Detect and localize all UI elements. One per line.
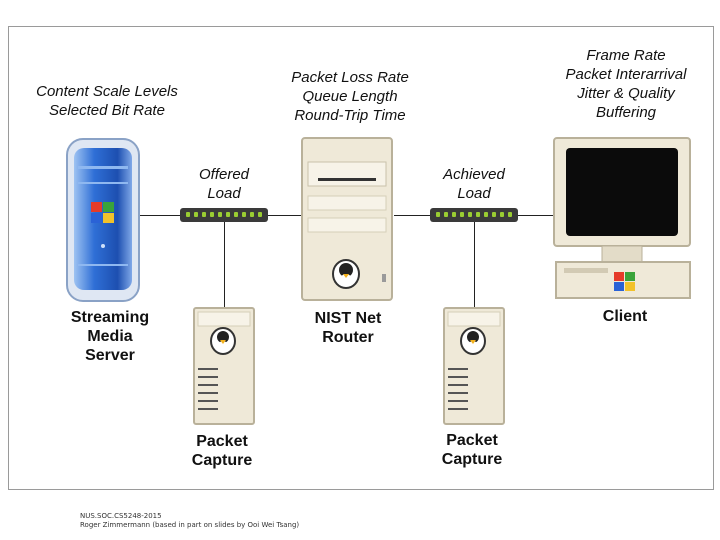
footer-credit: Roger Zimmermann (based in part on slide… <box>80 521 300 529</box>
metric-line: Packet Interarrival <box>565 66 687 83</box>
capture-right-icon <box>443 307 505 425</box>
link-hub-router <box>268 215 304 216</box>
achieved-load-label: Achieved Load <box>426 165 522 203</box>
node-line: Packet <box>446 432 498 449</box>
tux-logo-icon <box>332 259 360 289</box>
router-tower-icon <box>301 137 393 301</box>
server-icon <box>66 138 140 302</box>
footer-course: NUS.SOC.CS5248-2015 <box>80 512 162 520</box>
client-label: Client <box>580 307 670 326</box>
client-metrics-label: Frame Rate Packet Interarrival Jitter & … <box>536 46 716 122</box>
link-hub-client <box>518 215 556 216</box>
load-line: Achieved <box>443 166 505 183</box>
capture-right-label: Packet Capture <box>422 431 522 469</box>
load-line: Offered <box>198 166 250 183</box>
metric-line: Queue Length <box>302 88 398 105</box>
windows-logo-icon <box>614 272 635 291</box>
metric-line: Round-Trip Time <box>294 107 406 124</box>
windows-logo-icon <box>91 202 114 223</box>
tux-logo-icon <box>460 327 486 355</box>
server-label: Streaming Media Server <box>52 308 168 365</box>
capture-left-label: Packet Capture <box>172 432 272 470</box>
link-server-hub <box>140 215 190 216</box>
link-hub-capture-left <box>224 222 225 308</box>
hub-achieved-icon <box>430 208 518 222</box>
node-line: Capture <box>441 451 503 468</box>
capture-left-icon <box>193 307 255 425</box>
node-line: Capture <box>191 452 253 469</box>
metric-line: Frame Rate <box>586 47 666 64</box>
node-line: Client <box>602 308 648 325</box>
server-metrics-label: Content Scale Levels Selected Bit Rate <box>14 82 200 120</box>
metric-line: Buffering <box>595 104 657 121</box>
node-line: Router <box>322 329 374 346</box>
load-line: Load <box>207 185 241 202</box>
link-router-hub <box>394 215 430 216</box>
node-line: Server <box>85 347 135 364</box>
router-metrics-label: Packet Loss Rate Queue Length Round-Trip… <box>262 68 438 125</box>
hub-offered-icon <box>180 208 268 222</box>
router-label: NIST Net Router <box>296 309 400 347</box>
metric-line: Packet Loss Rate <box>291 69 409 86</box>
load-line: Load <box>457 185 491 202</box>
tux-logo-icon <box>210 327 236 355</box>
metric-line: Selected Bit Rate <box>49 102 165 119</box>
node-line: Streaming <box>70 309 150 326</box>
metric-line: Content Scale Levels <box>36 83 178 100</box>
slide-footer: NUS.SOC.CS5248-2015 Roger Zimmermann (ba… <box>80 512 299 530</box>
metric-line: Jitter & Quality <box>577 85 675 102</box>
offered-load-label: Offered Load <box>178 165 270 203</box>
client-computer-icon <box>553 137 691 299</box>
node-line: Packet <box>196 433 248 450</box>
node-line: Media <box>87 328 133 345</box>
link-hub-capture-right <box>474 222 475 308</box>
node-line: NIST Net <box>314 310 382 327</box>
